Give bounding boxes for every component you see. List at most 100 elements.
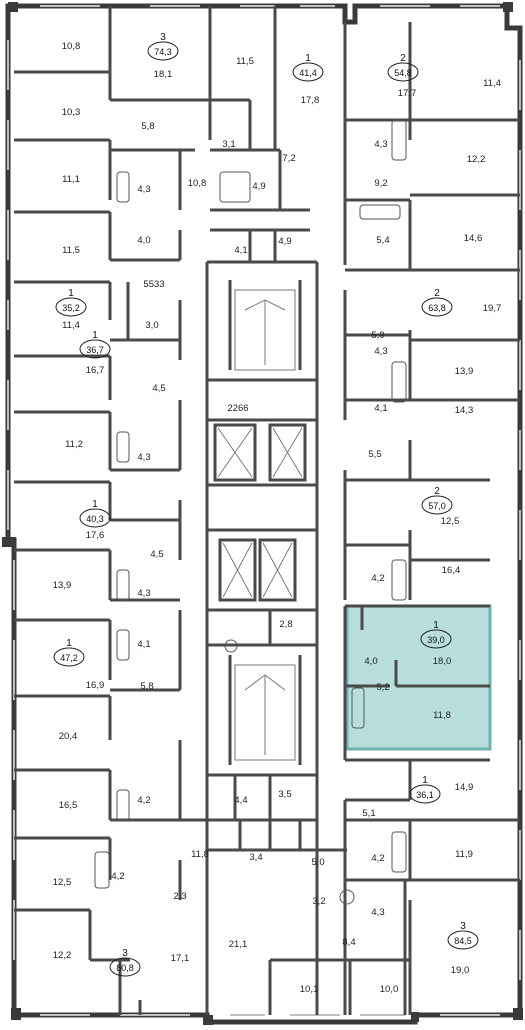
room-area: 21,1: [229, 939, 248, 950]
room-area: 17,7: [398, 88, 417, 99]
apartment-area: 54,8: [394, 68, 412, 78]
facade-walls: [5, 3, 523, 1025]
room-area: 3,0: [145, 320, 158, 331]
room-area: 5,5: [368, 449, 381, 460]
apartment-rooms: 1: [68, 288, 74, 299]
room-area: 4,5: [152, 383, 165, 394]
room-area: 16,5: [59, 800, 78, 811]
apartment-area: 84,5: [454, 936, 472, 946]
room-area: 11,4: [483, 78, 501, 89]
room-area: 17,8: [301, 95, 320, 106]
room-area: 10,8: [62, 41, 81, 52]
room-area: 4,1: [374, 403, 387, 414]
apartment-rooms: 2: [434, 486, 440, 497]
room-area: 11,5: [236, 56, 254, 67]
apartment-rooms: 1: [66, 638, 72, 649]
room-area: 10,1: [300, 984, 319, 995]
room-area: 18,0: [433, 656, 452, 667]
apartment-area: 47,2: [60, 653, 78, 663]
room-area: 4,9: [252, 181, 265, 192]
room-area: 3,1: [222, 139, 235, 150]
apartment-rooms: 1: [305, 53, 311, 64]
room-area: 4,3: [137, 452, 150, 463]
apartment-area: 63,8: [428, 303, 446, 313]
apartment-markers: [53, 41, 479, 977]
room-labels: 10,8 18,1 11,5 17,8 17,7 11,4 10,3 5,8 3…: [53, 41, 502, 995]
room-area: 4,2: [371, 853, 384, 864]
room-area: 4,3: [137, 588, 150, 599]
room-area: 4,3: [374, 346, 387, 357]
room-area: 5,8: [141, 121, 154, 132]
room-area: 11,1: [62, 174, 80, 185]
elevator-crosses: [217, 427, 303, 598]
room-area: 11,2: [65, 439, 83, 450]
room-area: 5533: [143, 279, 164, 290]
apartment-area: 40,3: [86, 514, 104, 524]
room-area: 4,1: [137, 639, 150, 650]
room-area: 11,8: [433, 710, 451, 721]
room-area: 19,7: [483, 303, 502, 314]
room-area: 5,8: [140, 681, 153, 692]
room-area: 2266: [227, 403, 248, 414]
room-area: 4,2: [111, 871, 124, 882]
stairs-lower: [234, 664, 296, 761]
room-area: 13,9: [53, 580, 72, 591]
room-area: 3,5: [278, 789, 291, 800]
apartment-rooms: 1: [92, 330, 98, 341]
apartment-rooms: 1: [92, 499, 98, 510]
apartment-area: 35,2: [62, 303, 80, 313]
room-area: 16,9: [86, 680, 105, 691]
selected-apartment-area[interactable]: [345, 604, 492, 751]
room-area: 4,2: [371, 573, 384, 584]
apartment-area: 80,8: [116, 963, 134, 973]
room-area: 4,3: [374, 139, 387, 150]
apartment-rooms: 3: [122, 948, 128, 959]
apartment-area: 36,1: [416, 790, 434, 800]
apartment-area: 36,7: [86, 345, 104, 355]
room-area: 4,1: [234, 245, 247, 256]
apartment-rooms: 3: [460, 921, 466, 932]
room-area: 14,6: [464, 233, 483, 244]
stairs-upper: [234, 289, 296, 371]
room-area: 2,8: [279, 619, 292, 630]
room-area: 9,2: [374, 178, 387, 189]
room-area: 12,5: [441, 516, 460, 527]
interior-walls: [14, 6, 520, 1015]
room-area: 4,5: [150, 549, 163, 560]
apartment-rooms: 2: [434, 288, 440, 299]
room-area: 4,3: [371, 907, 384, 918]
room-area: 12,2: [53, 950, 72, 961]
room-area: 16,7: [86, 365, 105, 376]
room-area: 14,3: [455, 405, 474, 416]
apartment-marker-labels: 3 74,3 1 41,4 2 54,8 1 35,2 2 63,8 1 36,…: [60, 32, 472, 973]
room-area: 7,2: [282, 153, 295, 164]
room-area: 10,0: [380, 984, 399, 995]
room-area: 11,8: [191, 849, 209, 860]
room-area: 5,0: [311, 857, 324, 868]
bath-fixtures: [94, 119, 407, 905]
room-area: 5,9: [371, 330, 384, 341]
room-area: 4,2: [137, 795, 150, 806]
apartment-area: 39,0: [427, 635, 445, 645]
apartment-rooms: 1: [433, 620, 439, 631]
room-area: 16,4: [442, 565, 461, 576]
room-area: 10,3: [62, 107, 81, 118]
room-area: 4,4: [234, 795, 247, 806]
room-area: 4,9: [278, 236, 291, 247]
room-area: 3,2: [312, 896, 325, 907]
room-area: 13,9: [455, 366, 474, 377]
room-area: 11,4: [62, 320, 80, 331]
room-area: 19,0: [451, 965, 470, 976]
apartment-area: 74,3: [154, 47, 172, 57]
room-area: 12,2: [467, 154, 486, 165]
apartment-rooms: 2: [400, 53, 406, 64]
apartment-area: 57,0: [428, 501, 446, 511]
room-area: 4,0: [137, 235, 150, 246]
apartment-area: 41,4: [299, 68, 317, 78]
facade-windows: [7, 5, 521, 1016]
apartment-rooms: 3: [160, 32, 166, 43]
room-area: 3,4: [249, 852, 262, 863]
room-area: 18,1: [154, 69, 173, 80]
